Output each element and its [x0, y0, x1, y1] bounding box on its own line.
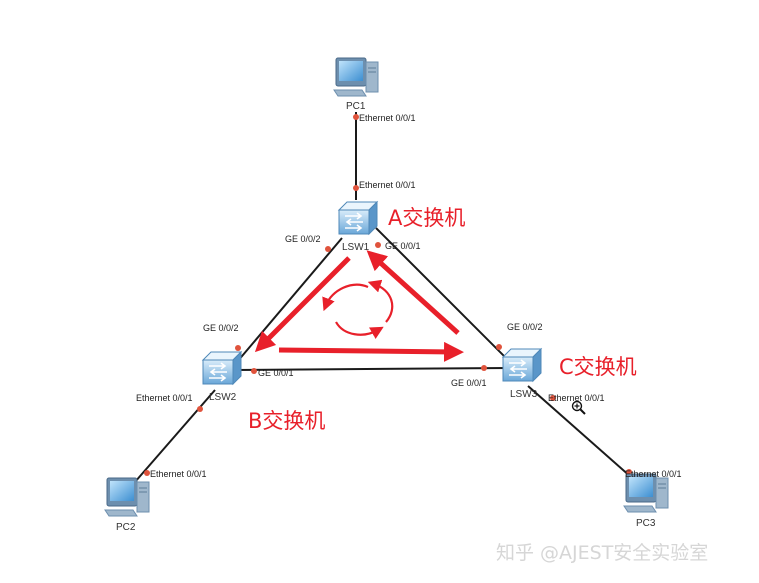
- lsw2-switch-icon[interactable]: [202, 351, 242, 385]
- lsw3-down-port-label: Ethernet 0/0/1: [548, 393, 605, 403]
- pc2-label: PC2: [116, 522, 136, 533]
- link-lsw1-lsw3: [375, 227, 511, 363]
- lsw2-right-port-label: GE 0/0/1: [258, 368, 294, 378]
- port-dots: [144, 114, 632, 476]
- link-lsw2-lsw3: [231, 367, 511, 371]
- switch-b-callout: B交换机: [248, 409, 325, 433]
- lsw3-top-port-label: GE 0/0/2: [507, 322, 543, 332]
- loop-arrow-b-to-c: [278, 341, 464, 362]
- lsw3-switch-icon[interactable]: [502, 348, 542, 382]
- pc3-port-label: Ethernet 0/0/1: [625, 469, 682, 479]
- lsw3-left-port-label: GE 0/0/1: [451, 378, 487, 388]
- loop-arrow-c-to-a: [366, 250, 460, 335]
- lsw1-switch-icon[interactable]: [338, 201, 378, 235]
- pc3-icon[interactable]: [623, 473, 669, 513]
- lsw1-up-port-label: Ethernet 0/0/1: [359, 180, 416, 190]
- watermark: 知乎 @AJEST安全实验室: [496, 542, 708, 564]
- zoom-cursor-icon: [571, 400, 586, 415]
- lsw2-top-port-label: GE 0/0/2: [203, 323, 239, 333]
- switch-a-callout: A交换机: [388, 206, 465, 230]
- loop-cycle-icon: [322, 279, 394, 340]
- lsw1-left-port-label: GE 0/0/2: [285, 234, 321, 244]
- lsw3-label: LSW3: [510, 389, 538, 400]
- pc1-icon[interactable]: [333, 57, 379, 97]
- pc2-icon[interactable]: [104, 477, 150, 517]
- lsw1-right-port-label: GE 0/0/1: [385, 241, 421, 251]
- lsw2-down-port-label: Ethernet 0/0/1: [136, 393, 193, 403]
- pc1-label: PC1: [346, 101, 366, 112]
- pc3-label: PC3: [636, 518, 656, 529]
- lsw1-label: LSW1: [342, 242, 370, 253]
- switch-c-callout: C交换机: [559, 355, 637, 379]
- pc1-port-label: Ethernet 0/0/1: [359, 113, 416, 123]
- loop-arrow-a-to-b: [254, 256, 351, 353]
- lsw2-label: LSW2: [209, 392, 237, 403]
- pc2-port-label: Ethernet 0/0/1: [150, 469, 207, 479]
- link-lsw1-lsw2: [225, 237, 343, 376]
- link-lsw3-pc3: [527, 385, 641, 486]
